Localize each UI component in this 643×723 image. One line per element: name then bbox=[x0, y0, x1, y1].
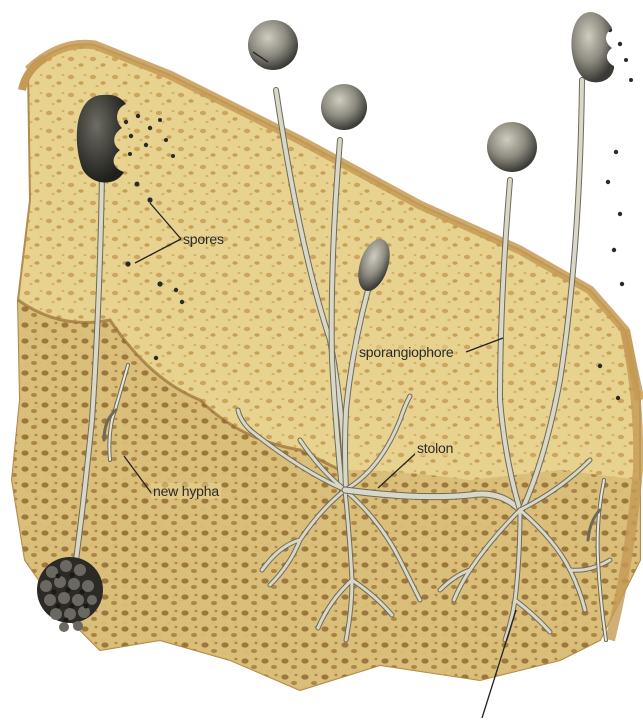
sporangium bbox=[487, 122, 537, 172]
sporangium bbox=[248, 20, 298, 70]
label-stolon: stolon bbox=[415, 440, 455, 456]
label-sporangiophore: sporangiophore bbox=[357, 344, 456, 360]
breaking-sporangium bbox=[571, 12, 614, 82]
label-new-hypha: new hypha bbox=[151, 483, 221, 499]
sporangium bbox=[321, 84, 367, 130]
label-spores: spores bbox=[181, 231, 226, 247]
